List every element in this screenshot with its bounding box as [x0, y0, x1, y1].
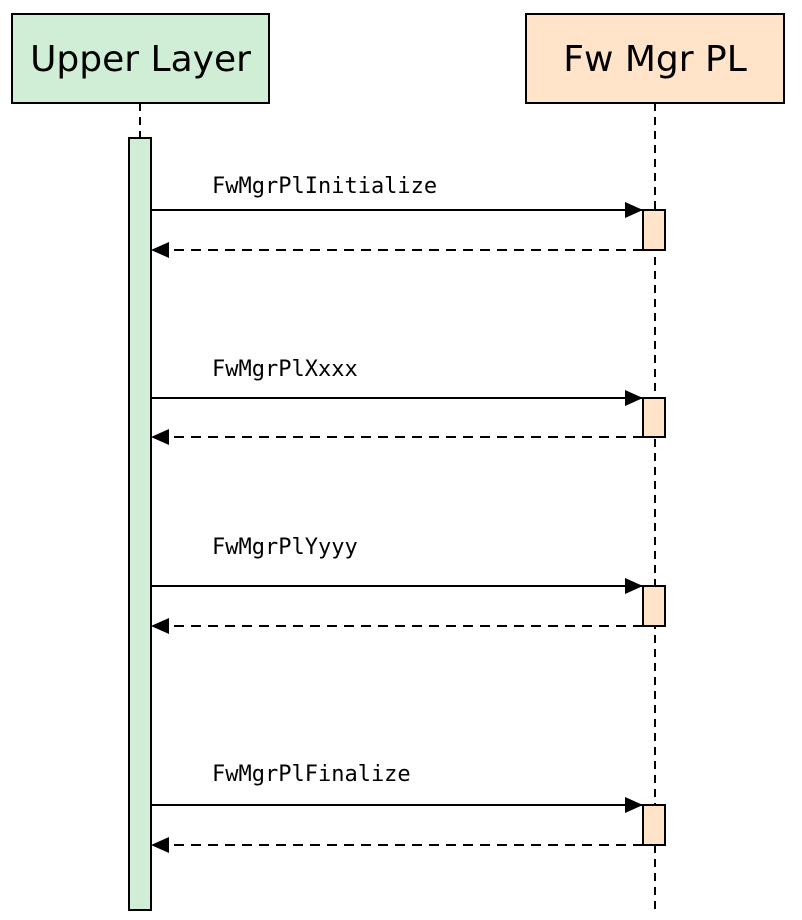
participant-box [11, 13, 270, 104]
message-group: FwMgrPlFinalize [151, 762, 666, 853]
message-label: FwMgrPlXxxx [212, 357, 358, 382]
fw-mgr-activation-bar [642, 804, 666, 846]
message-group: FwMgrPlYyyy [151, 535, 666, 634]
fw-mgr-activation-bar [642, 397, 666, 438]
participant-label: Upper Layer [30, 39, 251, 80]
fw-mgr-activation-bar [642, 585, 666, 627]
message-label: FwMgrPlInitialize [212, 174, 437, 199]
message-group: FwMgrPlInitialize [151, 174, 666, 258]
upper-layer-activation-bar [128, 137, 152, 911]
participant-label: Fw Mgr PL [563, 39, 747, 80]
participant-box [525, 13, 785, 104]
participant-upper-layer: Upper Layer [11, 13, 270, 104]
message-group: FwMgrPlXxxx [151, 357, 666, 445]
participant-fw-mgr-pl: Fw Mgr PL [525, 13, 785, 104]
message-label: FwMgrPlYyyy [212, 535, 358, 560]
message-label: FwMgrPlFinalize [212, 762, 411, 787]
fw-mgr-activation-bar [642, 209, 666, 251]
